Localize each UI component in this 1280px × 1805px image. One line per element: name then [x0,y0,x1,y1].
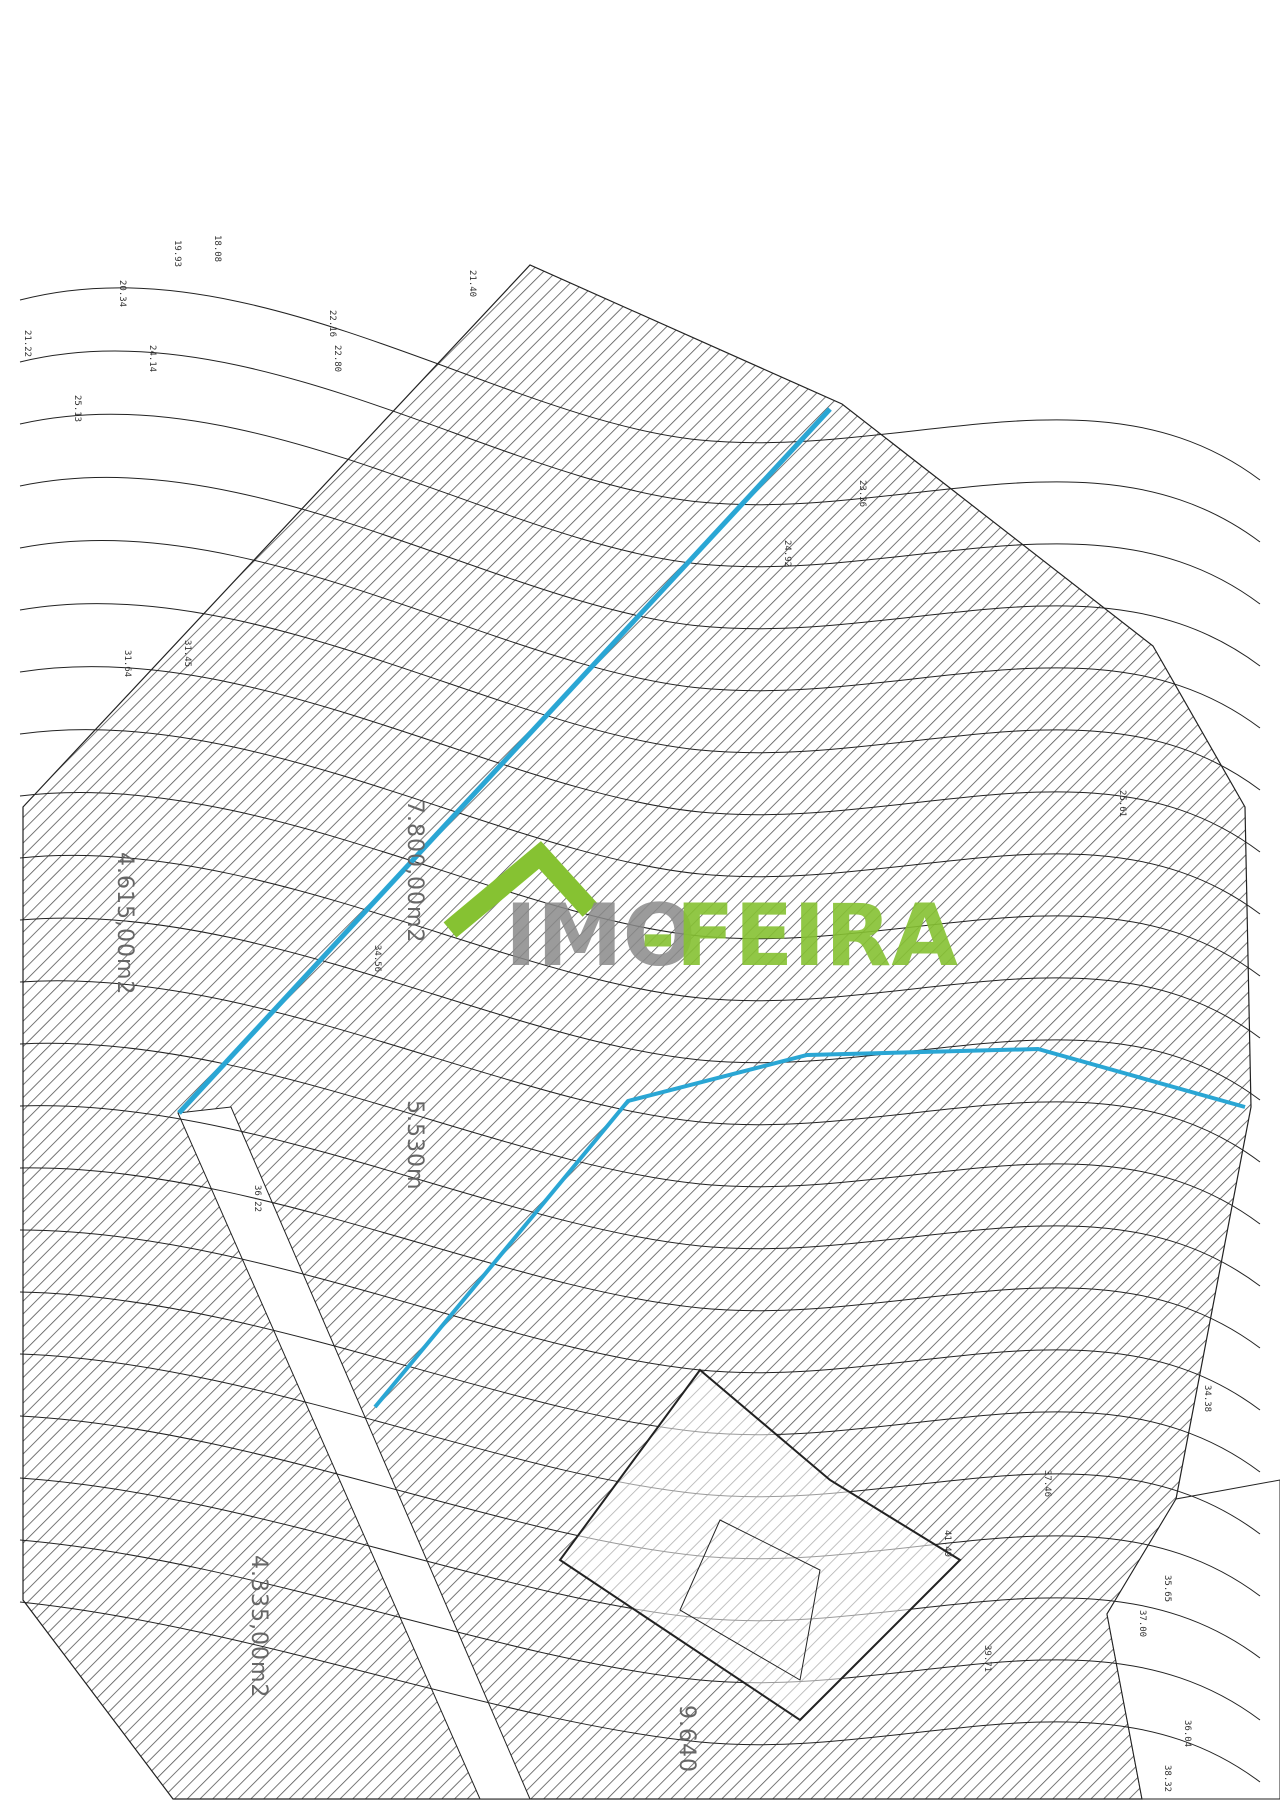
area-label: 4.335,00m2 [246,1555,271,1698]
logo-text-feira: -FEIRA [640,886,958,986]
area-label: 4.615,00m2 [112,852,137,995]
contour-line [19,729,1261,915]
elevation-label: 25.61 [1117,790,1127,817]
elevation-label: 21.40 [467,270,477,297]
contour-line [19,1042,1261,1225]
elevation-label: 31.64 [122,650,132,677]
contour-line [19,1167,1261,1349]
elevation-label: 24.14 [147,345,157,372]
building-outline [558,1368,962,1722]
contour-line [19,477,1261,667]
contour-line [19,980,1261,1163]
contour-line [19,917,1261,1101]
elevation-label: 18.08 [212,235,222,262]
contour-line [19,1105,1261,1287]
boundary-line-south [373,1046,1246,1409]
boundary-line-north [177,407,832,1115]
contour-line [19,603,1261,791]
elevation-label: 23.36 [857,480,867,507]
contour-line [19,792,1261,977]
elevation-label: 21.22 [22,330,32,357]
elevation-label: 35.65 [1162,1575,1172,1602]
contour-line [19,540,1261,729]
elevation-label: 36.22 [252,1185,262,1212]
elevation-label: 25.13 [72,395,82,422]
road-strip [177,1106,531,1800]
logo-text-imo: IMO [505,886,696,986]
elevation-label: 41.49 [942,1530,952,1557]
elevation-label: 37.46 [1042,1470,1052,1497]
elevation-label: 22.80 [332,345,342,372]
contour-line [19,1601,1261,1783]
elevation-label: 22.16 [327,310,337,337]
elevation-label: 38.32 [1162,1765,1172,1792]
house-roof-icon [443,841,598,938]
area-label: 7.800,00m2 [402,800,427,943]
elevation-label: 19.93 [172,240,182,267]
area-label: 9.640 [674,1705,699,1773]
elevation-label: 36.04 [1182,1720,1192,1747]
elevation-label: 34.38 [1202,1385,1212,1412]
building-inner [679,1519,821,1681]
elevation-label: 39.71 [982,1645,992,1672]
elevation-label: 24.92 [782,540,792,567]
contour-line [19,350,1261,543]
contour-line [19,666,1261,853]
elevation-label: 37.00 [1137,1610,1147,1637]
elevation-labels: 19.93 18.08 20.34 21.22 24.14 25.13 22.16 22.80… [22,235,1212,1792]
elevation-label: 31.45 [182,640,192,667]
contour-line [19,287,1261,481]
elevation-label: 34.56 [372,945,382,972]
contour-line [19,854,1261,1039]
unhatched-corner [1106,1479,1280,1800]
area-label: 5.530m [402,1100,427,1190]
contour-line [19,1539,1261,1721]
imo-feira-logo: IMO -FEIRA [443,841,958,986]
elevation-label: 20.34 [117,280,127,307]
